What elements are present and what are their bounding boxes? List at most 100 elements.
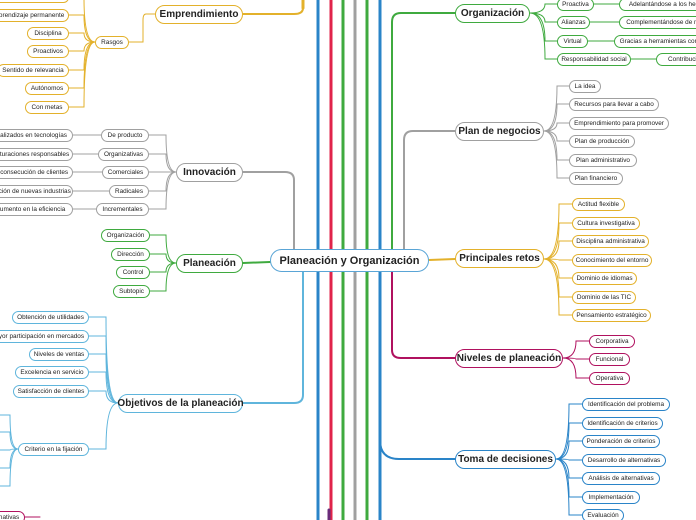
innovacion-detail[interactable]: Estructuraciones responsables [0, 148, 73, 161]
toma-item[interactable]: Identificación del problema [582, 398, 670, 411]
link-reto-item [543, 258, 573, 279]
link-toma-item [555, 458, 583, 516]
nivel-item[interactable]: Corporativa [589, 335, 635, 348]
planeacion-item[interactable]: Subtopic [113, 285, 150, 298]
rasgo-item[interactable]: Con metas [25, 101, 69, 114]
link-plan-negocios [403, 130, 456, 250]
innovacion-type[interactable]: Incrementales [96, 203, 149, 216]
link-innov-type [148, 171, 177, 210]
reto-item[interactable]: Dominio de las TIC [572, 291, 636, 304]
reto-item[interactable]: Pensamiento estratégico [572, 309, 651, 322]
reto-item[interactable]: Conocimiento del entorno [572, 254, 652, 267]
planeacion-item[interactable]: Dirección [111, 248, 150, 261]
topic-organizacion[interactable]: Organización [455, 4, 530, 23]
toma-item[interactable]: Análisis de alternativas [582, 472, 660, 485]
rasgo-item[interactable]: Autónomos [25, 82, 69, 95]
objetivo-item[interactable]: Obtención de utilidades [12, 311, 89, 324]
toma-item[interactable]: Desarrollo de alternativas [582, 454, 666, 467]
plan-negocios-item[interactable]: Recursos para llevar a cabo [569, 98, 659, 111]
link-objetivos [242, 271, 304, 404]
link-criterio-item [0, 448, 19, 469]
planeacion-item[interactable]: Organización [101, 229, 150, 242]
organizacion-detail[interactable]: Adelantándose a los hechos [619, 0, 696, 11]
subtopic-rasgos[interactable]: Rasgos [95, 36, 129, 49]
link-objetivo-item [88, 390, 119, 404]
rasgo-item[interactable]: Disciplina [27, 27, 69, 40]
link-rasgos [128, 13, 156, 43]
organizacion-item[interactable]: Proactiva [557, 0, 594, 11]
objetivo-item[interactable]: Niveles de ventas [29, 348, 89, 361]
link-nivel-item [562, 340, 590, 359]
innovacion-type[interactable]: De producto [101, 129, 149, 142]
central-topic[interactable]: Planeación y Organización [270, 249, 429, 272]
objetivo-item[interactable]: Mayor participación en mercados [0, 330, 89, 343]
organizacion-item[interactable]: Alianzas [557, 16, 590, 29]
link-objetivo-item [88, 371, 119, 404]
plan-negocios-item[interactable]: Plan financiero [569, 172, 623, 185]
link-org-item [529, 3, 558, 14]
link-emprendimiento [242, 7, 304, 15]
link-plan-item [543, 130, 570, 161]
link-objetivo-item [88, 335, 119, 404]
planeacion-item[interactable]: Control [116, 266, 150, 279]
toma-item[interactable]: Ponderación de criterios [582, 435, 660, 448]
link-retos [428, 258, 456, 261]
organizacion-detail[interactable]: Contribución [656, 53, 696, 66]
rasgo-item[interactable]: Proactivos [27, 45, 69, 58]
plan-negocios-item[interactable]: Plan de producción [569, 135, 635, 148]
link-innovacion [242, 171, 295, 250]
topic-emprendimiento[interactable]: Emprendimiento [155, 5, 243, 24]
toma-item[interactable]: Implementación [582, 491, 640, 504]
plan-negocios-item[interactable]: Plan administrativo [569, 154, 637, 167]
link-objetivo-item [88, 316, 119, 404]
reto-item[interactable]: Dominio de idiomas [572, 272, 637, 285]
innovacion-detail[interactable]: Especializados en tecnologías [0, 129, 73, 142]
rasgo-item[interactable]: Aprendizaje permanente [0, 9, 69, 22]
reto-item[interactable]: Disciplina administrativa [572, 235, 649, 248]
nivel-item[interactable]: Operativa [589, 372, 630, 385]
innovacion-type[interactable]: Radicales [109, 185, 149, 198]
innovacion-type[interactable]: Organizativas [98, 148, 149, 161]
plan-negocios-item[interactable]: Emprendimiento para promover [569, 117, 669, 130]
toma-item[interactable]: Identificación de criterios [582, 417, 663, 430]
link-criterio-item [0, 431, 19, 450]
innovacion-detail[interactable]: Aumento en la eficiencia [0, 203, 73, 216]
innovacion-detail[interactable]: En la consecución de clientes [0, 166, 73, 179]
topic-objetivos[interactable]: Objetivos de la planeación [117, 394, 244, 413]
nivel-item[interactable]: Funcional [589, 353, 630, 366]
link-organizacion [391, 12, 456, 250]
topic-innovacion[interactable]: Innovación [176, 163, 243, 182]
topic-planeacion[interactable]: Planeación [176, 254, 243, 273]
topic-principales-retos[interactable]: Principales retos [455, 249, 544, 268]
organizacion-item[interactable]: Responsabilidad social [557, 53, 631, 66]
link-innov-type [148, 153, 177, 173]
alternativas-partial[interactable]: Alternativas [0, 511, 25, 520]
plan-negocios-item[interactable]: La idea [569, 80, 601, 93]
objetivo-criterio[interactable]: Criterio en la fijación [18, 443, 89, 456]
topic-plan-negocios[interactable]: Plan de negocios [455, 122, 544, 141]
link-criterio-item [0, 448, 19, 487]
innovacion-detail[interactable]: Formulación de nuevas industrias [0, 185, 73, 198]
organizacion-item[interactable]: Virtual [557, 35, 588, 48]
link-innov-type [148, 171, 177, 192]
link-org-item [529, 12, 558, 60]
link-rasgo-item [68, 14, 96, 43]
objetivo-item[interactable]: Excelencia en servicio [15, 366, 89, 379]
organizacion-detail[interactable]: Complementándose de mutuo [619, 16, 696, 29]
link-planeacion [242, 261, 271, 264]
topic-toma-decisiones[interactable]: Toma de decisiones [455, 450, 556, 469]
topic-niveles-planeacion[interactable]: Niveles de planeación [455, 349, 563, 368]
rasgo-item-partial[interactable] [0, 0, 69, 3]
objetivo-item[interactable]: Satisfacción de clientes [13, 385, 89, 398]
link-planeacion-item [149, 262, 177, 292]
link-reto-item [543, 240, 573, 260]
organizacion-detail[interactable]: Gracias a herramientas comunicativas [614, 35, 696, 48]
link-rasgo-item [68, 41, 96, 108]
reto-item[interactable]: Cultura investigativa [572, 217, 640, 230]
rasgo-item[interactable]: Sentido de relevancia [0, 64, 69, 77]
toma-item[interactable]: Evaluación [582, 509, 624, 520]
reto-item[interactable]: Actitud flexible [572, 198, 625, 211]
innovacion-type[interactable]: Comerciales [102, 166, 149, 179]
link-rasgo-item [83, 0, 96, 43]
